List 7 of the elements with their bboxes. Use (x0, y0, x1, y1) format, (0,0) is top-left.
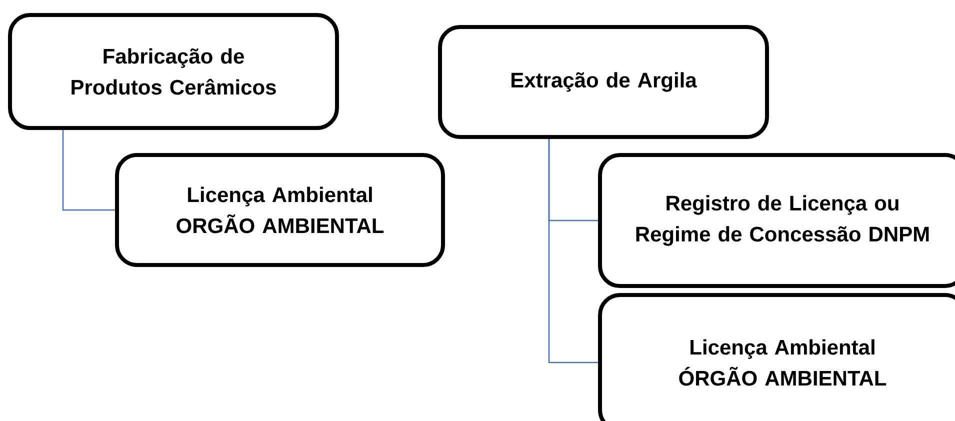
process-box: Registro de Licença ou Regime de Concessão DNPM (598, 153, 955, 288)
process-box: Fabricação de Produtos Cerâmicos (8, 13, 339, 130)
process-box: Extração de Argila (438, 25, 769, 139)
connector-line (548, 139, 598, 364)
process-box: Licença Ambiental ORGÃO AMBIENTAL (115, 153, 445, 267)
connector-line (62, 130, 115, 211)
process-box: Licença Ambiental ÓRGÃO AMBIENTAL (598, 293, 955, 421)
